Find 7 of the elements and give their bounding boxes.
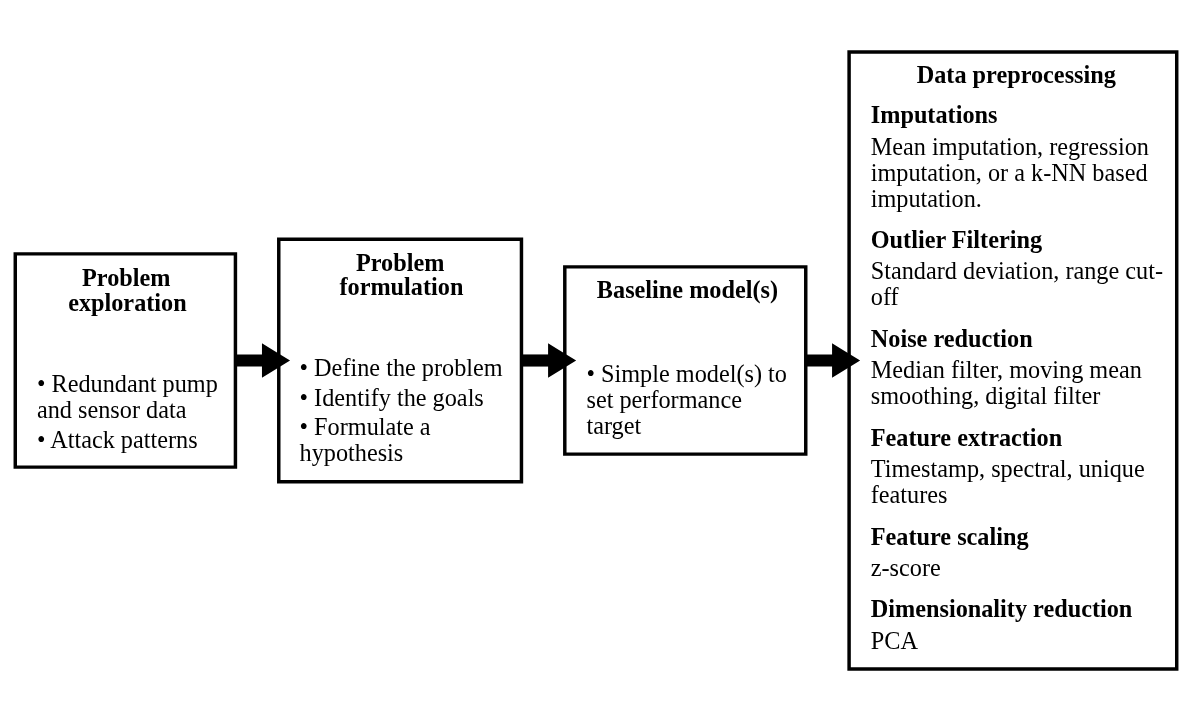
node-box: Baseline model(s) • Simple model(s) to set performance target [563, 264, 808, 456]
node-box: Problem exploration • Redundant pump and sensor data • Attack patterns [13, 251, 238, 469]
arrow [805, 342, 861, 378]
node-box: Data preprocessing Imputations Mean imputation, regression imputation, or a k-NN based imputation. Outlier Filtering Standard deviation, range cut-off Noise reduction Median filter, moving mean smoothing, digital filter Feature extraction Timestamp, spectral, unique features Feature scaling z-score Dimensionality reduction PCA [847, 49, 1179, 671]
node-box: Problem formulation • Define the problem • Identify the goals • Formulate a hypothesis [277, 236, 524, 484]
arrow [522, 342, 577, 378]
arrow [235, 342, 291, 378]
